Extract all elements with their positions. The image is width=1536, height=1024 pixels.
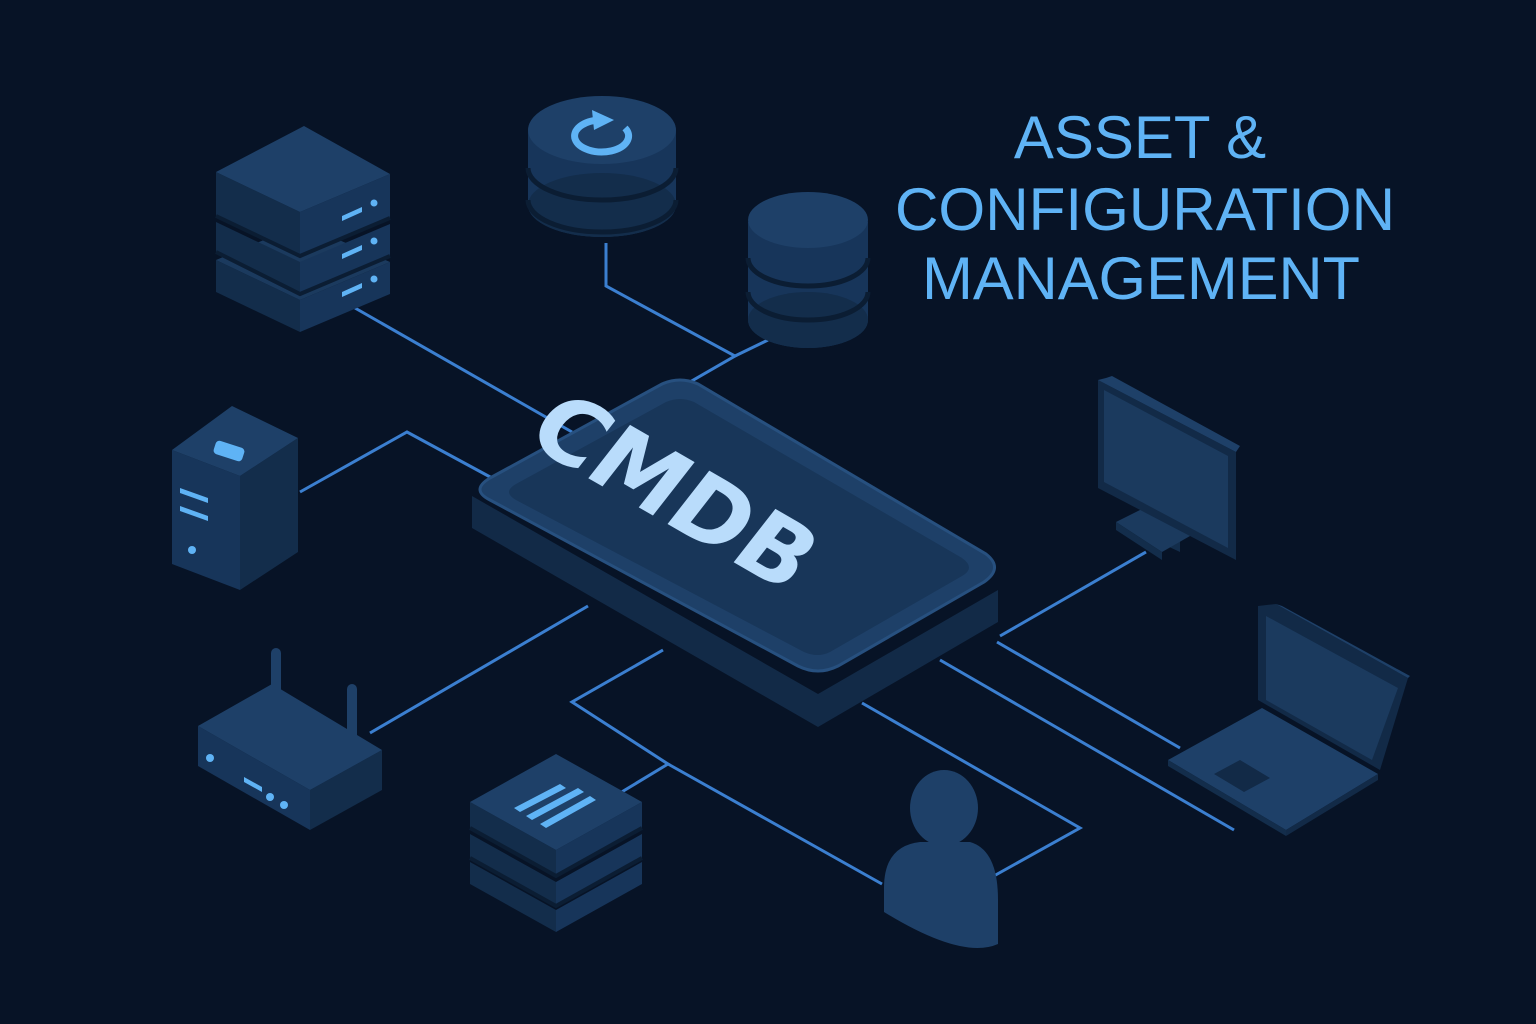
title-line-1: ASSET & [1014,104,1266,171]
connector-user-right [861,701,1084,879]
title-line-3: MANAGEMENT [922,245,1360,312]
connector-router [369,604,589,735]
database-sync-icon [525,96,679,237]
diagram-title: ASSET & CONFIGURATION MANAGEMENT [895,104,1395,312]
connector-tower-server [299,430,493,494]
connector-user [667,762,883,886]
connector-monitor [999,550,1147,638]
connector-laptop [996,640,1181,750]
connector-server-stack [354,306,573,434]
cmdb-hub: CMDB [472,372,998,727]
connector-database [734,338,769,358]
desktop-monitor-icon [1098,376,1240,560]
connector-backup-database [604,243,739,388]
user-icon [884,770,998,948]
database-icon [745,192,871,348]
document-stack-icon [469,754,643,932]
server-rack-icon [215,126,391,332]
connector-lines [299,243,1235,886]
connector-document-stack [569,648,671,795]
wifi-router-icon [198,648,382,830]
connector-laptop-lower [939,658,1235,832]
laptop-icon [1168,604,1410,836]
tower-server-icon [172,406,298,590]
title-line-2: CONFIGURATION [895,176,1395,243]
